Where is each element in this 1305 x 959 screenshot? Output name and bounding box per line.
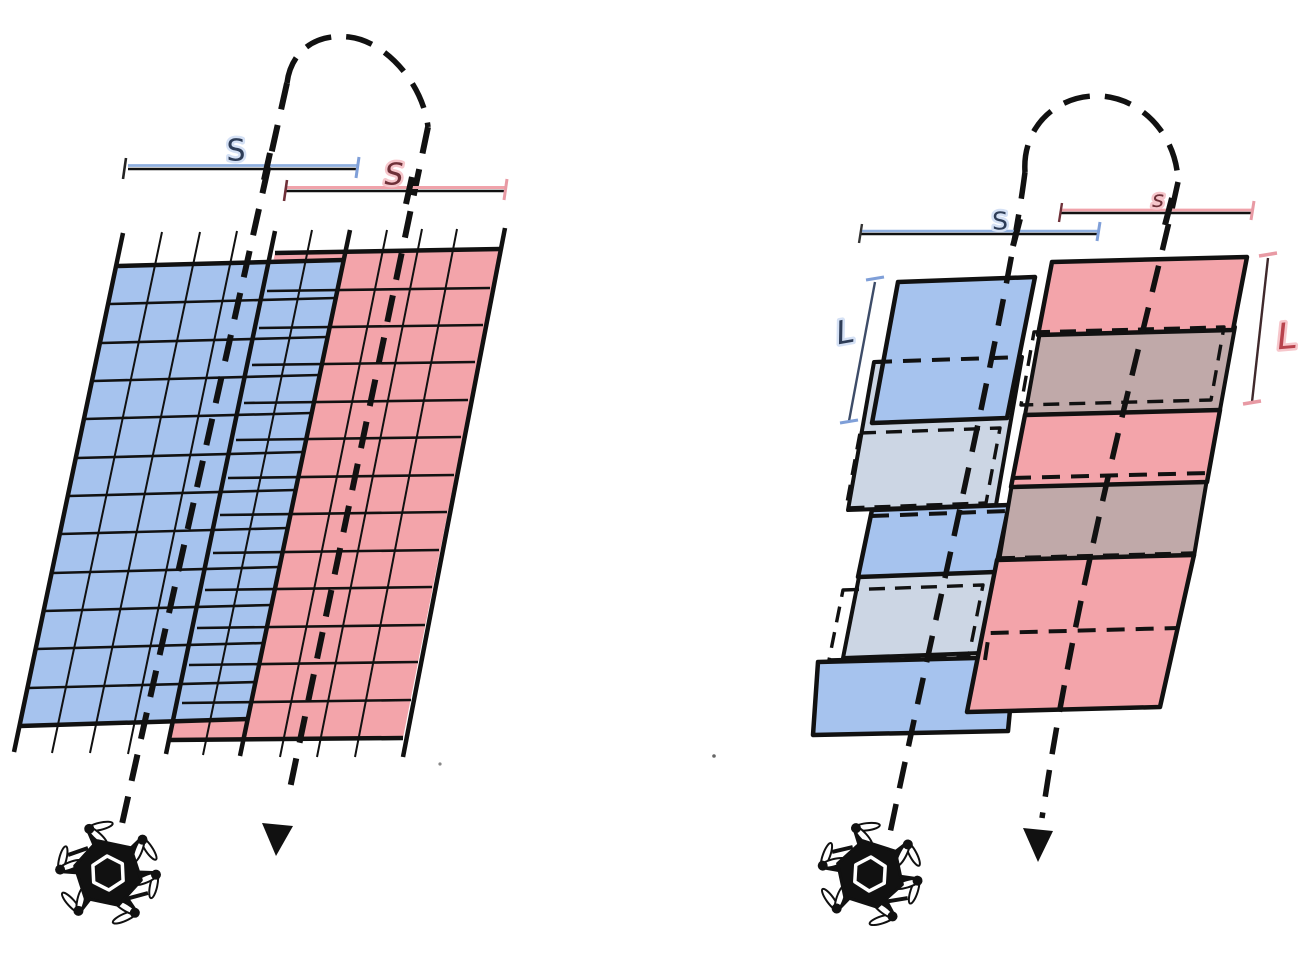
pink-row-line — [235, 435, 462, 442]
blue-bar-cross-tick — [261, 152, 273, 181]
pink-swath-top-edge — [274, 246, 501, 256]
direction-arrowhead — [1023, 828, 1053, 862]
scan-line — [11, 232, 126, 753]
blue-bar-left-tick — [121, 157, 128, 180]
flight-line-2 — [1039, 181, 1181, 819]
pink-length-bar-top-tick — [1258, 251, 1278, 258]
drone-motor — [912, 875, 923, 886]
pink-row-line — [181, 698, 412, 705]
drone-motor — [55, 864, 66, 875]
blue-swath-width-label: S — [226, 134, 245, 169]
blue-length-bar — [847, 281, 877, 422]
scan-line — [202, 229, 313, 756]
dashed-footprint-outline — [844, 426, 1002, 510]
panel-left: SS — [11, 33, 509, 925]
pink-swath-width-label: S — [384, 158, 403, 193]
drone-body-ring — [91, 854, 125, 892]
drone-body — [836, 839, 904, 909]
drone-motor — [831, 903, 842, 914]
scan-line — [237, 229, 353, 757]
pink-row-line — [258, 323, 484, 330]
hidden-edge-dashed — [998, 551, 1195, 560]
turn-arc — [284, 33, 431, 128]
drone-motor — [73, 905, 84, 916]
pink-row-line — [227, 473, 455, 480]
drone-motor — [902, 839, 913, 850]
drone-antenna — [884, 896, 909, 904]
blue-bar-right-tick — [354, 156, 361, 179]
hidden-edge-dashed — [870, 509, 1009, 518]
pink-swath-bottom-edge — [168, 735, 404, 743]
drone-motor — [84, 823, 95, 834]
pink-bar-right-tick — [502, 178, 509, 201]
blue-bar-right-tick — [1095, 221, 1102, 242]
pink-row-line — [266, 286, 491, 293]
blue-length-label: L — [833, 312, 857, 353]
pink-row-line — [196, 623, 426, 630]
drone-body — [73, 839, 143, 907]
hidden-edge-dashed — [873, 355, 1023, 364]
drone-antenna — [67, 846, 89, 857]
drone-motor — [150, 869, 161, 880]
hexacopter-drone-icon — [55, 820, 161, 925]
drone-antenna — [831, 845, 854, 854]
blue-length-bar-top-tick — [865, 275, 885, 282]
hidden-edge-dashed — [983, 626, 1179, 661]
pink-footprint — [1035, 254, 1250, 338]
pink-length-label: L — [1275, 316, 1299, 359]
scan-line — [163, 230, 278, 755]
pink-row-line — [188, 660, 419, 667]
dashed-footprint-outline — [827, 583, 985, 662]
pink-row-line — [219, 510, 448, 517]
pink-row-line — [212, 548, 440, 555]
pink-bar-left-tick — [1057, 202, 1064, 223]
drone-motor — [850, 823, 861, 834]
scan-line — [51, 231, 163, 754]
drone-body-ring — [853, 855, 887, 893]
flight-line-2 — [285, 126, 431, 799]
direction-arrowhead — [262, 823, 293, 856]
pink-length-bar-bottom-tick — [1242, 399, 1262, 406]
pink-bar-cross-tick — [1162, 197, 1175, 226]
blue-footprint — [869, 274, 1038, 426]
drone-motor — [129, 907, 140, 918]
pink-bar-right-tick — [1249, 200, 1256, 221]
pink-row-line — [251, 360, 476, 367]
blue-length-bar-bottom-tick — [839, 418, 859, 425]
drone-motor — [887, 911, 898, 922]
scan-line — [279, 229, 388, 758]
hexacopter-drone-icon — [817, 821, 923, 927]
pink-spacing-label: s — [1152, 187, 1164, 213]
stray-dot — [712, 754, 716, 758]
drone-motor — [817, 860, 828, 871]
pink-bar-cross-tick — [403, 176, 415, 205]
pink-bar-left-tick — [282, 179, 289, 202]
pink-row-line — [243, 398, 469, 405]
turn-arc — [1022, 93, 1181, 183]
pink-row-line — [204, 585, 433, 592]
drone-antenna — [125, 891, 149, 901]
scan-line — [316, 228, 423, 758]
panel-right: SsL L — [712, 93, 1301, 927]
blue-bar-left-tick — [857, 223, 864, 244]
scan-line — [127, 230, 238, 755]
blue-spacing-label: S — [992, 207, 1008, 236]
pink-length-bar — [1250, 257, 1270, 403]
drone-motor — [137, 834, 148, 845]
scan-line — [89, 231, 201, 754]
dashed-footprint-outline — [1019, 325, 1226, 407]
scan-line — [354, 228, 458, 758]
pink-footprint — [964, 552, 1197, 715]
stray-dot — [438, 762, 442, 766]
blue-footprint — [810, 654, 1018, 738]
blue-bar-cross-tick — [1010, 218, 1023, 247]
scan-line — [400, 227, 508, 758]
